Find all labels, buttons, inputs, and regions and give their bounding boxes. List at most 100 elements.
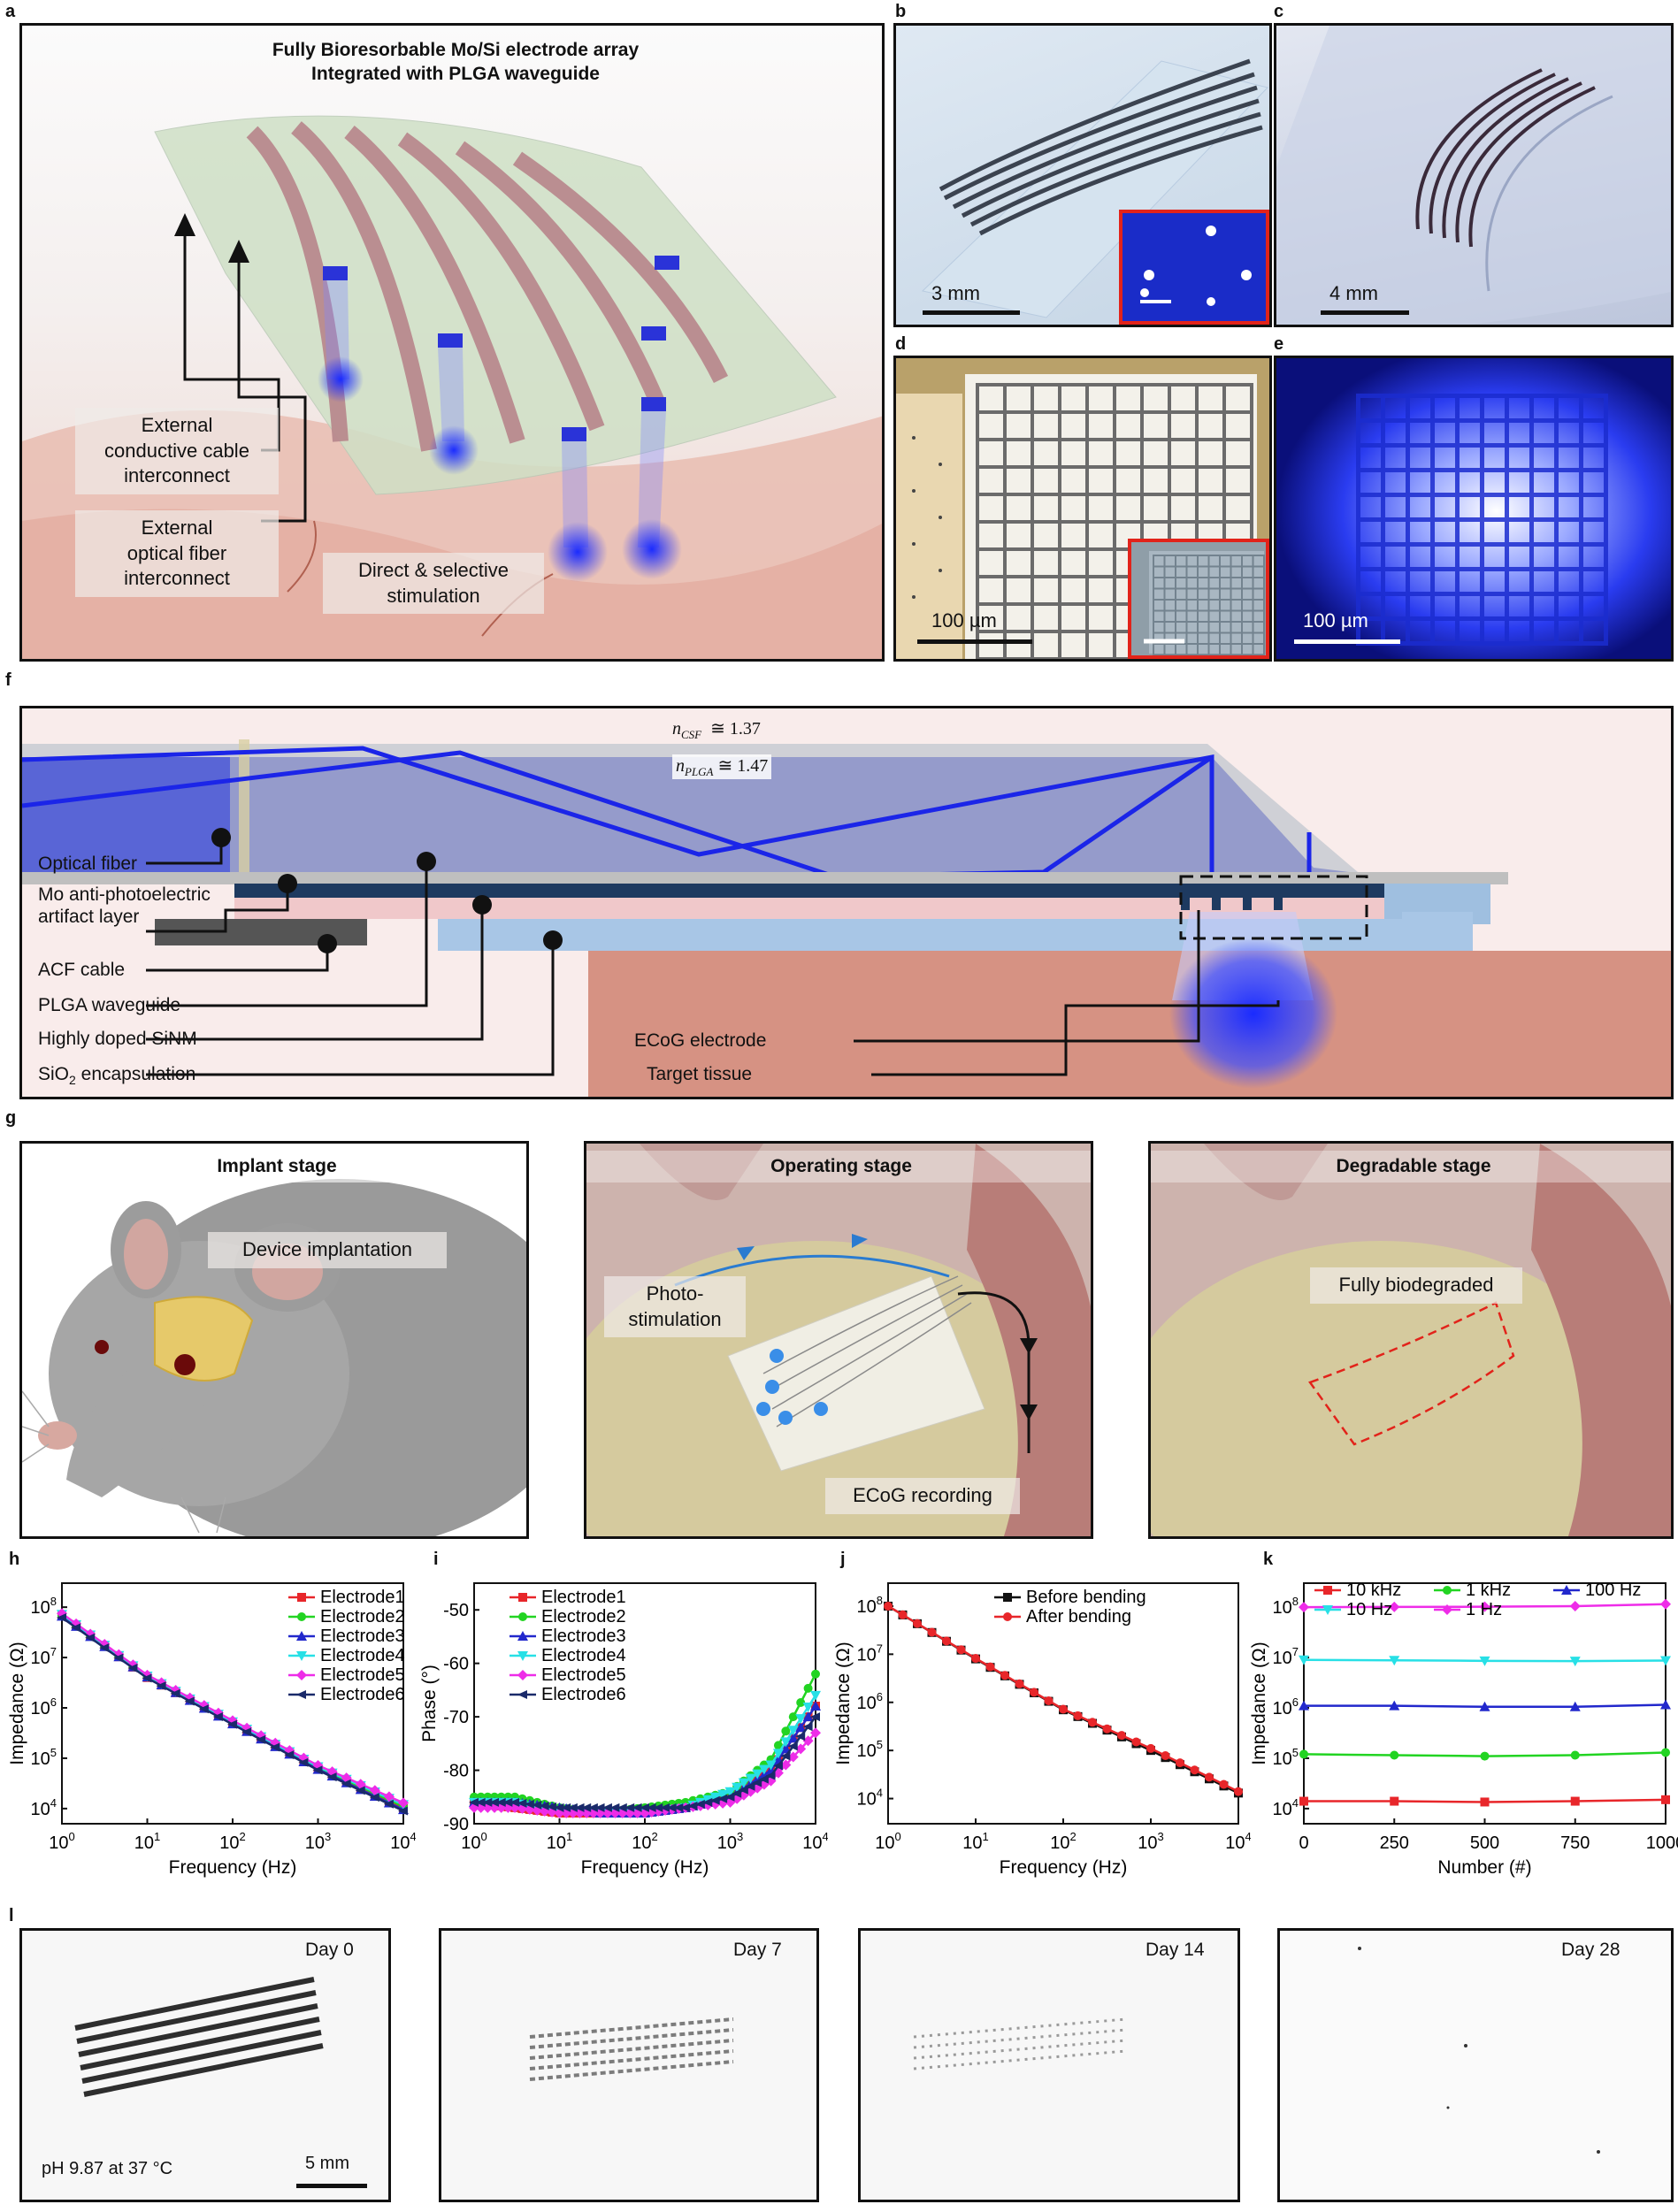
data-point	[341, 1779, 351, 1788]
panel-d-scalebar	[917, 639, 1032, 644]
y-tick-label: 104	[857, 1787, 883, 1810]
data-point	[1660, 1598, 1671, 1610]
data-point	[687, 1801, 698, 1810]
y-tick-label: -90	[443, 1815, 469, 1834]
data-point	[241, 1722, 253, 1734]
x-tick-label: 1000	[1646, 1833, 1678, 1853]
panel-a-title-line1: Fully Bioresorbable Mo/Si electrode arra…	[272, 40, 640, 60]
fully-biodegraded-caption: Fully biodegraded	[1310, 1267, 1522, 1304]
data-point	[787, 1726, 799, 1736]
data-point	[1190, 1765, 1199, 1775]
data-point	[810, 1712, 820, 1722]
data-point	[717, 1794, 728, 1803]
data-point	[780, 1751, 791, 1761]
data-point	[640, 1803, 649, 1812]
y-tick-label: -60	[443, 1655, 469, 1674]
legend-label: Electrode1	[320, 1588, 405, 1607]
n-csf-label: nCSF ≅ 1.37	[672, 717, 761, 742]
n-plga-label: nPLGA ≅ 1.47	[672, 754, 772, 779]
data-point	[227, 1715, 238, 1726]
legend-label: 10 kHz	[1346, 1581, 1401, 1600]
data-point	[539, 1801, 549, 1810]
data-point	[1059, 1704, 1068, 1714]
data-point	[680, 1803, 691, 1812]
mo-layer-line1: Mo anti-photoelectric	[38, 884, 211, 905]
panel-label-a: a	[5, 2, 16, 21]
data-point	[772, 1767, 784, 1779]
legend-label: Electrode4	[320, 1646, 405, 1665]
n-csf-symbol: n	[672, 719, 681, 739]
data-point	[802, 1722, 813, 1732]
stim-caption-line2: stimulation	[387, 584, 480, 607]
series-100-hz	[1299, 1699, 1671, 1711]
legend-label: Electrode5	[541, 1665, 626, 1685]
x-axis-label: Frequency (Hz)	[1000, 1857, 1128, 1878]
data-point	[787, 1751, 799, 1763]
data-point	[765, 1771, 776, 1780]
data-point	[702, 1797, 713, 1807]
x-tick-label: 101	[962, 1830, 988, 1853]
y-tick-label: 105	[857, 1738, 883, 1761]
x-tick-label: 100	[461, 1830, 487, 1853]
data-point	[738, 1789, 749, 1801]
y-tick-label: 108	[31, 1595, 57, 1618]
y-axis-label: Impedance (Ω)	[835, 1642, 854, 1764]
sio2-encapsulation-text: encapsulation	[75, 1064, 196, 1084]
data-point	[1117, 1731, 1126, 1741]
waveguide-cross-section-diagram	[22, 739, 1671, 1097]
micrograph-inset	[1128, 539, 1269, 659]
fiber-caption-line2: optical fiber	[126, 541, 227, 564]
data-point	[1299, 1796, 1308, 1806]
data-point	[1015, 1679, 1024, 1688]
data-point	[802, 1711, 814, 1722]
x-tick-label: 101	[547, 1830, 572, 1853]
ph-condition-label: pH 9.87 at 37 °C	[42, 2159, 173, 2178]
data-point	[561, 1803, 571, 1812]
data-point	[1390, 1750, 1399, 1760]
data-point	[717, 1789, 729, 1800]
data-point	[312, 1765, 323, 1775]
data-point	[184, 1696, 195, 1706]
panel-g-operating-stage: Operating stage Photo- stimulation ECoG …	[584, 1141, 1093, 1539]
data-point	[85, 1633, 96, 1642]
data-point	[601, 1803, 612, 1812]
data-point	[796, 1697, 806, 1707]
panel-label-i: i	[433, 1550, 439, 1569]
data-point	[1661, 1748, 1670, 1757]
data-point	[624, 1803, 635, 1812]
n-plga-symbol: n	[676, 756, 685, 776]
panel-l-day28: Day 28	[1277, 1928, 1674, 2202]
legend: Electrode1Electrode2Electrode3Electrode4…	[288, 1588, 405, 1704]
sinm-label: Highly doped SiNM	[38, 1029, 197, 1049]
data-point	[772, 1761, 783, 1771]
data-point	[581, 1803, 592, 1812]
acf-cable-label: ACF cable	[38, 960, 126, 980]
degradable-stage-title: Degradable stage	[1151, 1151, 1671, 1183]
panel-label-c: c	[1274, 2, 1284, 21]
data-point	[1131, 1737, 1141, 1747]
data-point	[270, 1737, 281, 1749]
x-tick-label: 102	[1050, 1830, 1076, 1853]
x-tick-label: 104	[1225, 1830, 1251, 1853]
ecog-electrode-label: ECoG electrode	[634, 1030, 767, 1051]
data-point	[212, 1711, 223, 1721]
photo-stimulation-caption: Photo- stimulation	[604, 1276, 746, 1338]
legend-marker	[297, 1612, 306, 1621]
data-point	[795, 1743, 807, 1755]
fiber-caption-line1: External	[141, 517, 213, 539]
legend-label: Electrode6	[541, 1685, 626, 1704]
data-point	[1569, 1657, 1581, 1667]
legend-marker	[1443, 1586, 1452, 1595]
data-point	[539, 1805, 550, 1817]
data-point	[787, 1741, 798, 1751]
data-point	[398, 1806, 408, 1816]
data-point	[312, 1760, 324, 1772]
panel-label-e: e	[1274, 334, 1284, 354]
data-point	[1299, 1655, 1309, 1665]
data-point	[383, 1791, 395, 1803]
data-point	[469, 1797, 479, 1807]
panel-a-title-line2: Integrated with PLGA waveguide	[311, 64, 600, 85]
data-point	[1219, 1780, 1229, 1789]
day28-device-photo	[1358, 1947, 1600, 2154]
